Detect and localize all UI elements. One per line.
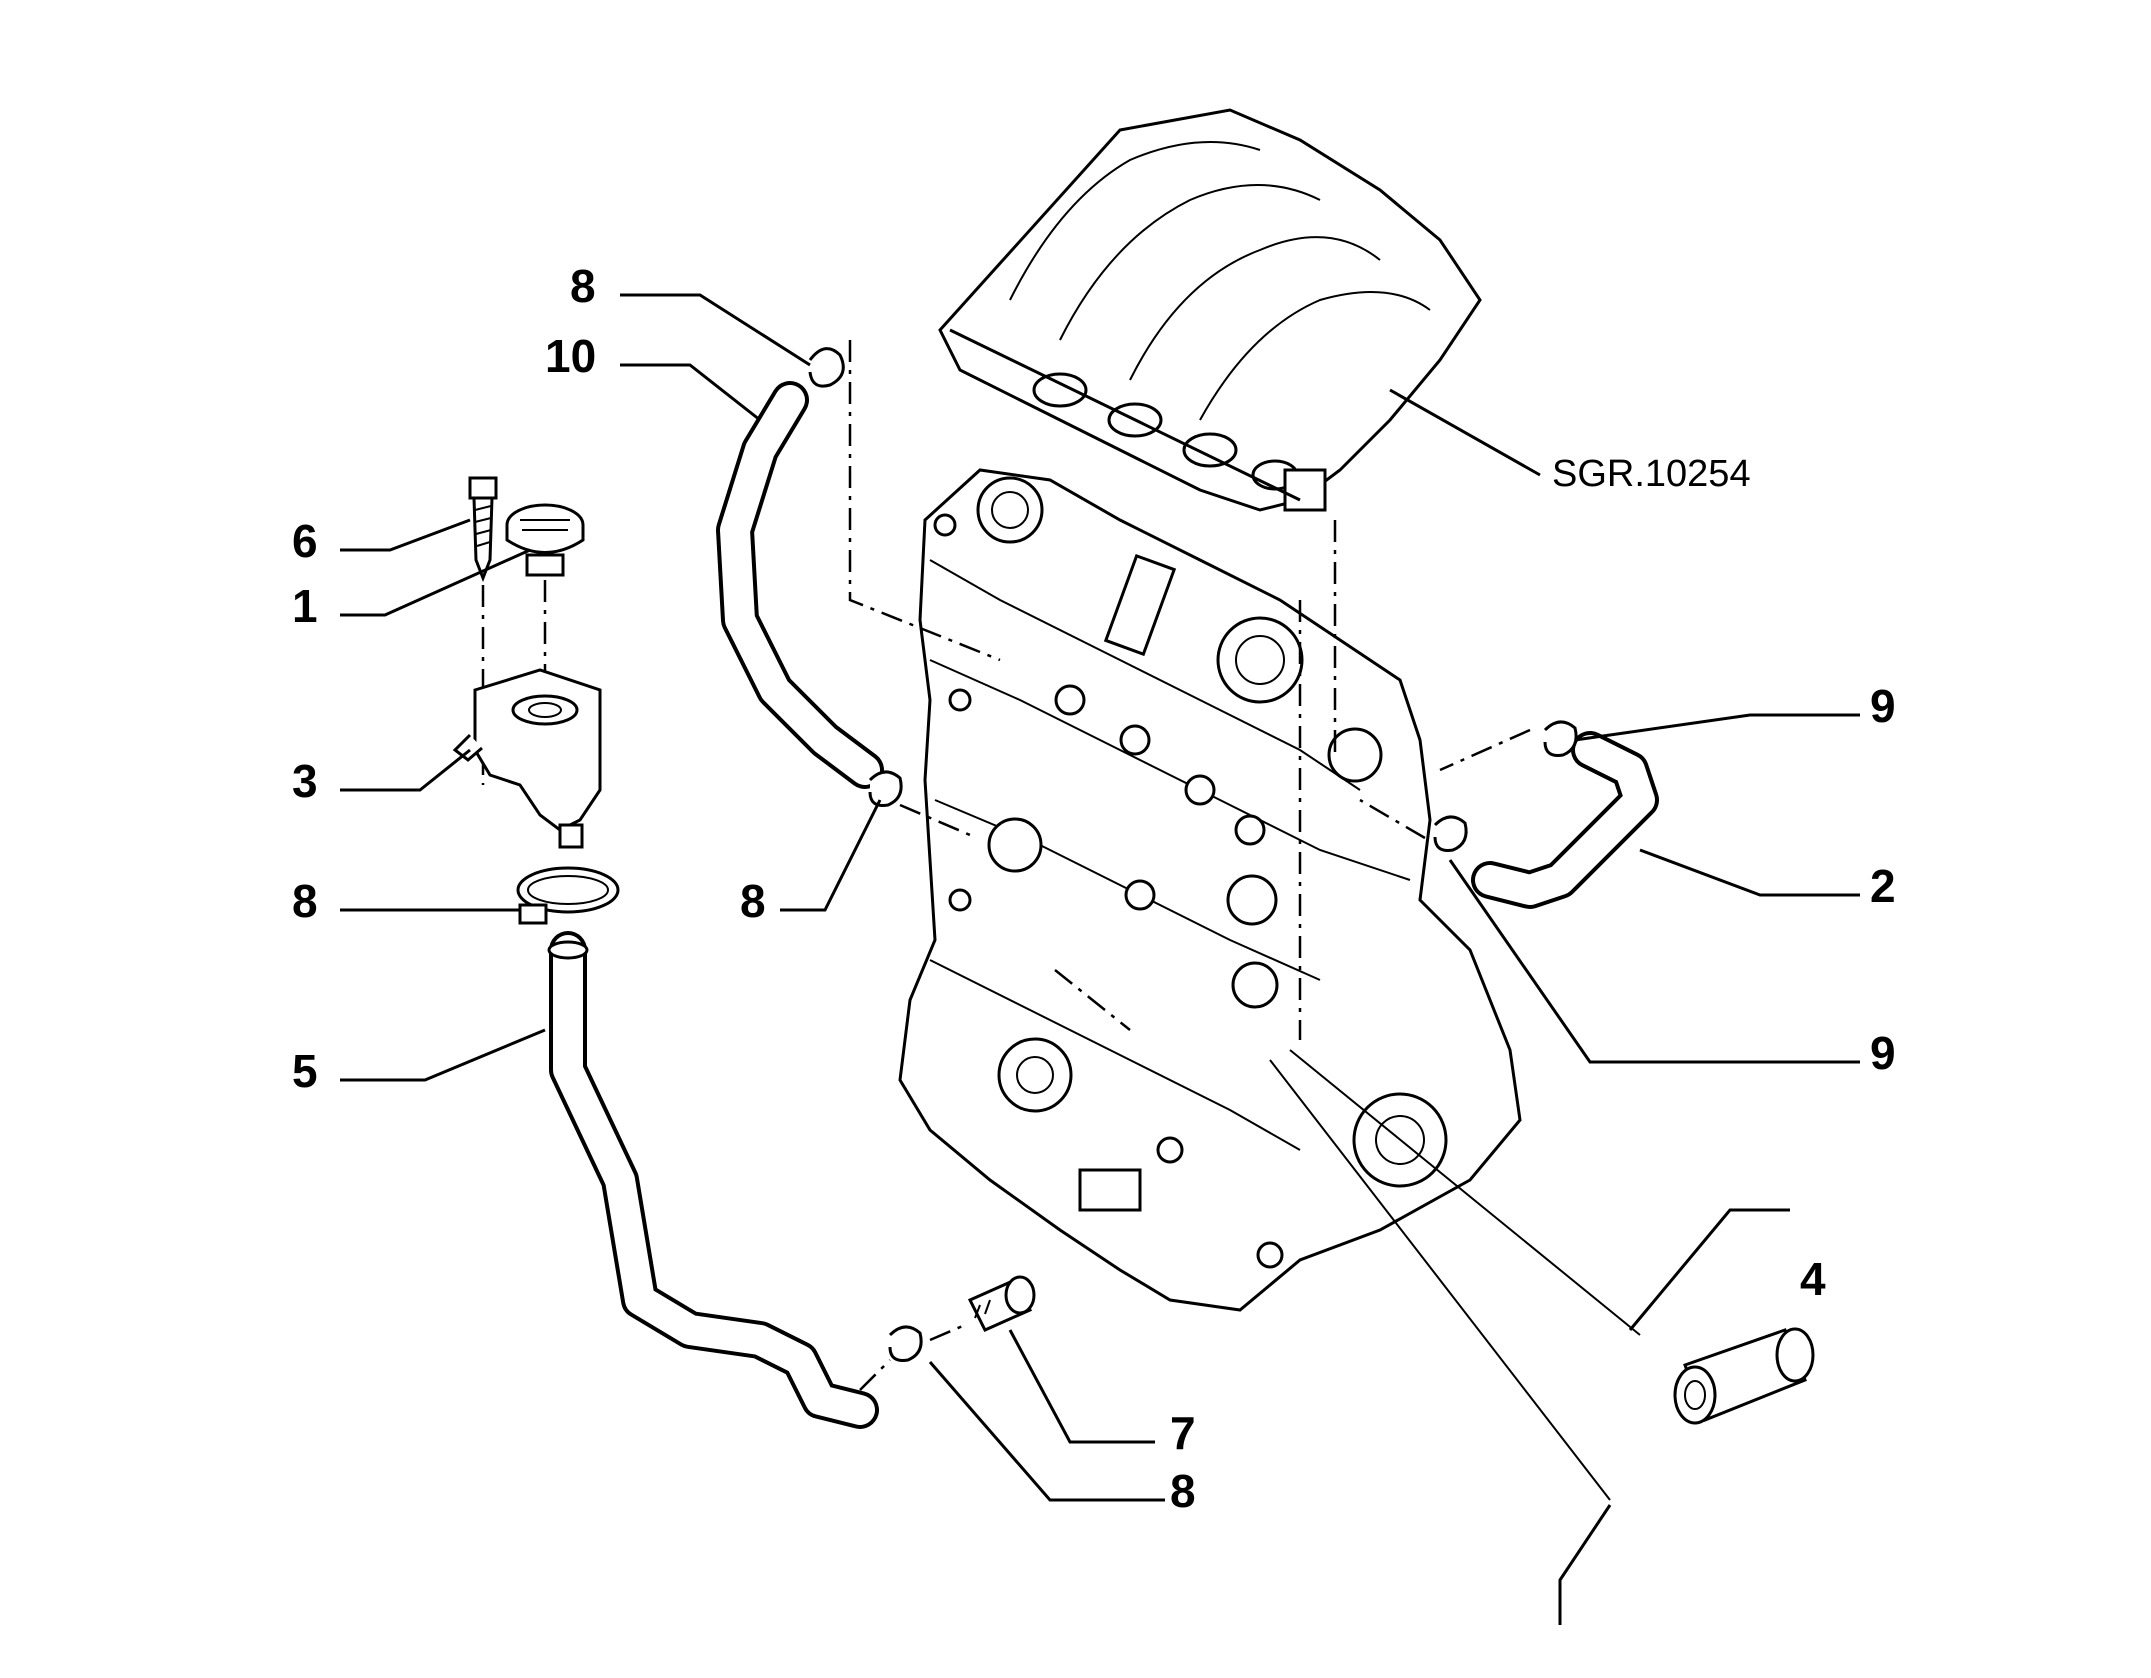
callout-9-top: 9 xyxy=(1870,680,1896,732)
hose-fitting xyxy=(967,1275,1036,1332)
callout-3: 3 xyxy=(292,755,318,807)
leader-lines xyxy=(340,293,1860,1502)
callout-9-bottom: 9 xyxy=(1870,1027,1896,1079)
callout-6: 6 xyxy=(292,515,318,567)
callout-1: 1 xyxy=(292,580,318,632)
callout-8-top: 8 xyxy=(570,260,596,312)
callout-8-a: 8 xyxy=(292,875,318,927)
filler-cap xyxy=(505,503,585,577)
clip-top xyxy=(808,347,845,388)
clip-mid xyxy=(868,770,903,807)
sleeve-plug xyxy=(1673,1327,1815,1425)
clip-right-top xyxy=(1543,720,1578,757)
breather-reservoir xyxy=(452,668,602,849)
hose-clamp xyxy=(516,866,620,925)
engine-block xyxy=(898,468,1522,1312)
breather-hose-upper xyxy=(716,381,884,789)
breather-hose-long xyxy=(547,931,879,1429)
callout-2: 2 xyxy=(1870,860,1896,912)
callout-8-bottom: 8 xyxy=(1170,1465,1196,1517)
clip-right-bottom xyxy=(1433,815,1468,852)
screw xyxy=(468,476,498,583)
callout-10: 10 xyxy=(545,330,596,382)
clip-bottom xyxy=(888,1325,923,1362)
reference-code: SGR.10254 xyxy=(1552,453,1751,495)
breather-hose-short xyxy=(1471,731,1659,909)
callout-7: 7 xyxy=(1170,1407,1196,1459)
callout-5: 5 xyxy=(292,1045,318,1097)
callout-8-mid: 8 xyxy=(740,875,766,927)
intake-manifold xyxy=(938,108,1482,512)
callout-4: 4 xyxy=(1800,1253,1826,1305)
